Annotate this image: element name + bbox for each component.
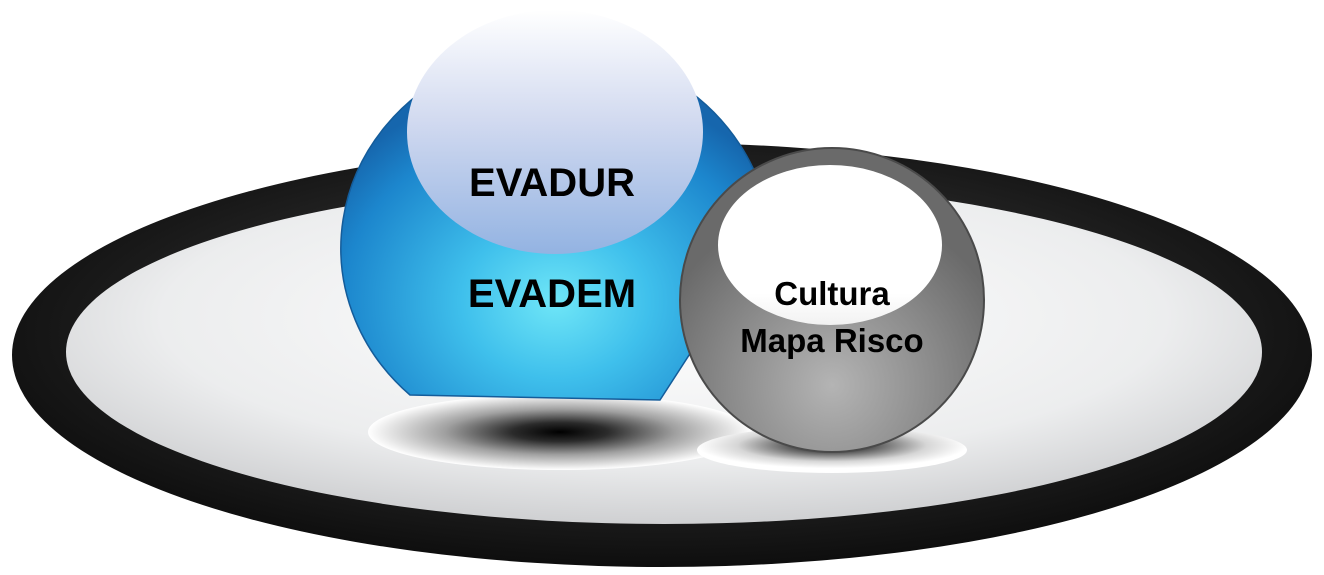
blue-sphere: EVADUR EVADEM bbox=[340, 10, 771, 401]
blue-sphere-shadow bbox=[368, 394, 752, 470]
blue-sphere-highlight bbox=[407, 10, 703, 254]
evadem-label: EVADEM bbox=[468, 272, 636, 316]
cultura-label: Cultura bbox=[774, 275, 890, 312]
mapa-risco-label: Mapa Risco bbox=[740, 322, 923, 359]
gray-sphere: Cultura Mapa Risco bbox=[679, 147, 985, 453]
gray-sphere-highlight bbox=[718, 165, 942, 325]
evadur-label: EVADUR bbox=[469, 161, 635, 205]
